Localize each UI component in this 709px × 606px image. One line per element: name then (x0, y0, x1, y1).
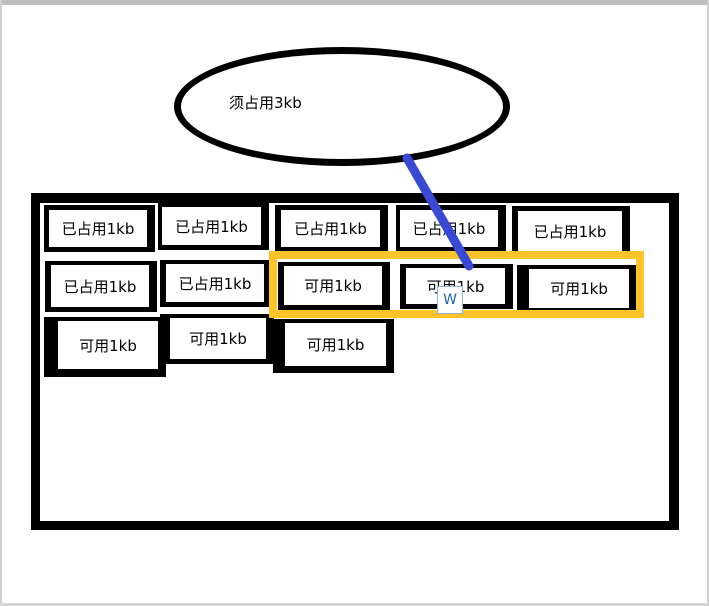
allocation-highlight (269, 251, 644, 318)
connector-stroke (402, 153, 474, 271)
window-top-edge (0, 0, 709, 5)
window-bottom-edge (0, 603, 709, 606)
memory-block-free: 可用1kb (44, 317, 166, 377)
word-doc-icon[interactable]: W (437, 286, 463, 314)
window-left-edge (0, 0, 2, 606)
memory-block-free: 可用1kb (273, 319, 394, 373)
memory-block-used: 已占用1kb (158, 203, 269, 250)
memory-block-used: 已占用1kb (160, 260, 272, 307)
request-ellipse (174, 47, 510, 166)
request-label: 须占用3kb (229, 94, 302, 112)
memory-block-free: 可用1kb (517, 265, 637, 313)
memory-block-free: 可用1kb (160, 314, 274, 364)
memory-block-used: 已占用1kb (44, 205, 155, 252)
memory-block-used: 已占用1kb (45, 261, 157, 312)
memory-block-free: 可用1kb (278, 262, 390, 310)
window-right-edge (707, 0, 709, 606)
memory-block-used: 已占用1kb (275, 205, 388, 252)
